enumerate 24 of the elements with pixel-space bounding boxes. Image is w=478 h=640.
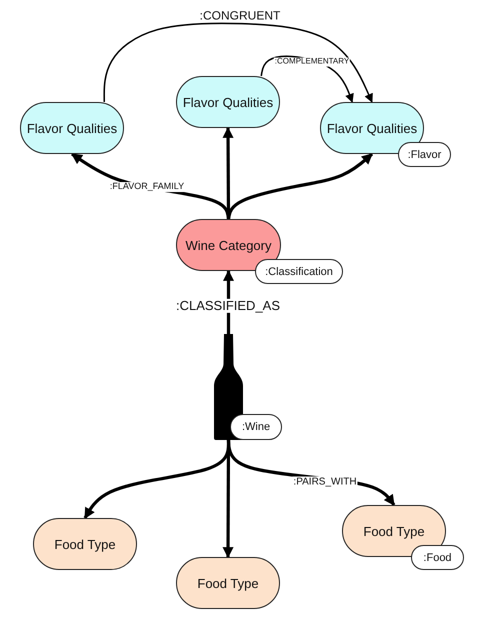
type-tag: :Flavor	[398, 142, 451, 167]
node-label: Flavor Qualities	[182, 94, 274, 110]
node-label: Food Type	[54, 536, 116, 552]
node-label: Food Type	[363, 524, 425, 538]
type-tag: :Wine	[230, 414, 282, 440]
edge-label: :CONGRUENT	[198, 9, 282, 23]
bottle-drawing	[214, 334, 243, 440]
node-label: Flavor Qualities	[326, 120, 418, 136]
rounded-node	[176, 557, 280, 609]
node-label: Wine Category	[186, 238, 272, 252]
edge-label: :COMPLEMENTARY	[274, 58, 350, 66]
rounded-node	[20, 102, 124, 154]
arrow	[103, 22, 373, 103]
edge-label: :PAIRS_WITH	[292, 476, 358, 488]
arrow	[222, 126, 234, 220]
type-tag: :Food	[411, 545, 464, 570]
node-label: Food Type	[197, 576, 259, 590]
arrow	[226, 152, 374, 220]
type-tag: :Classification	[255, 259, 343, 284]
rounded-node	[33, 518, 137, 570]
rounded-node	[176, 76, 280, 128]
node-label: Flavor Qualities	[26, 120, 118, 136]
edge-label: :FLAVOR_FAMILY	[108, 182, 186, 192]
edge-label: :CLASSIFIED_AS	[174, 298, 282, 314]
